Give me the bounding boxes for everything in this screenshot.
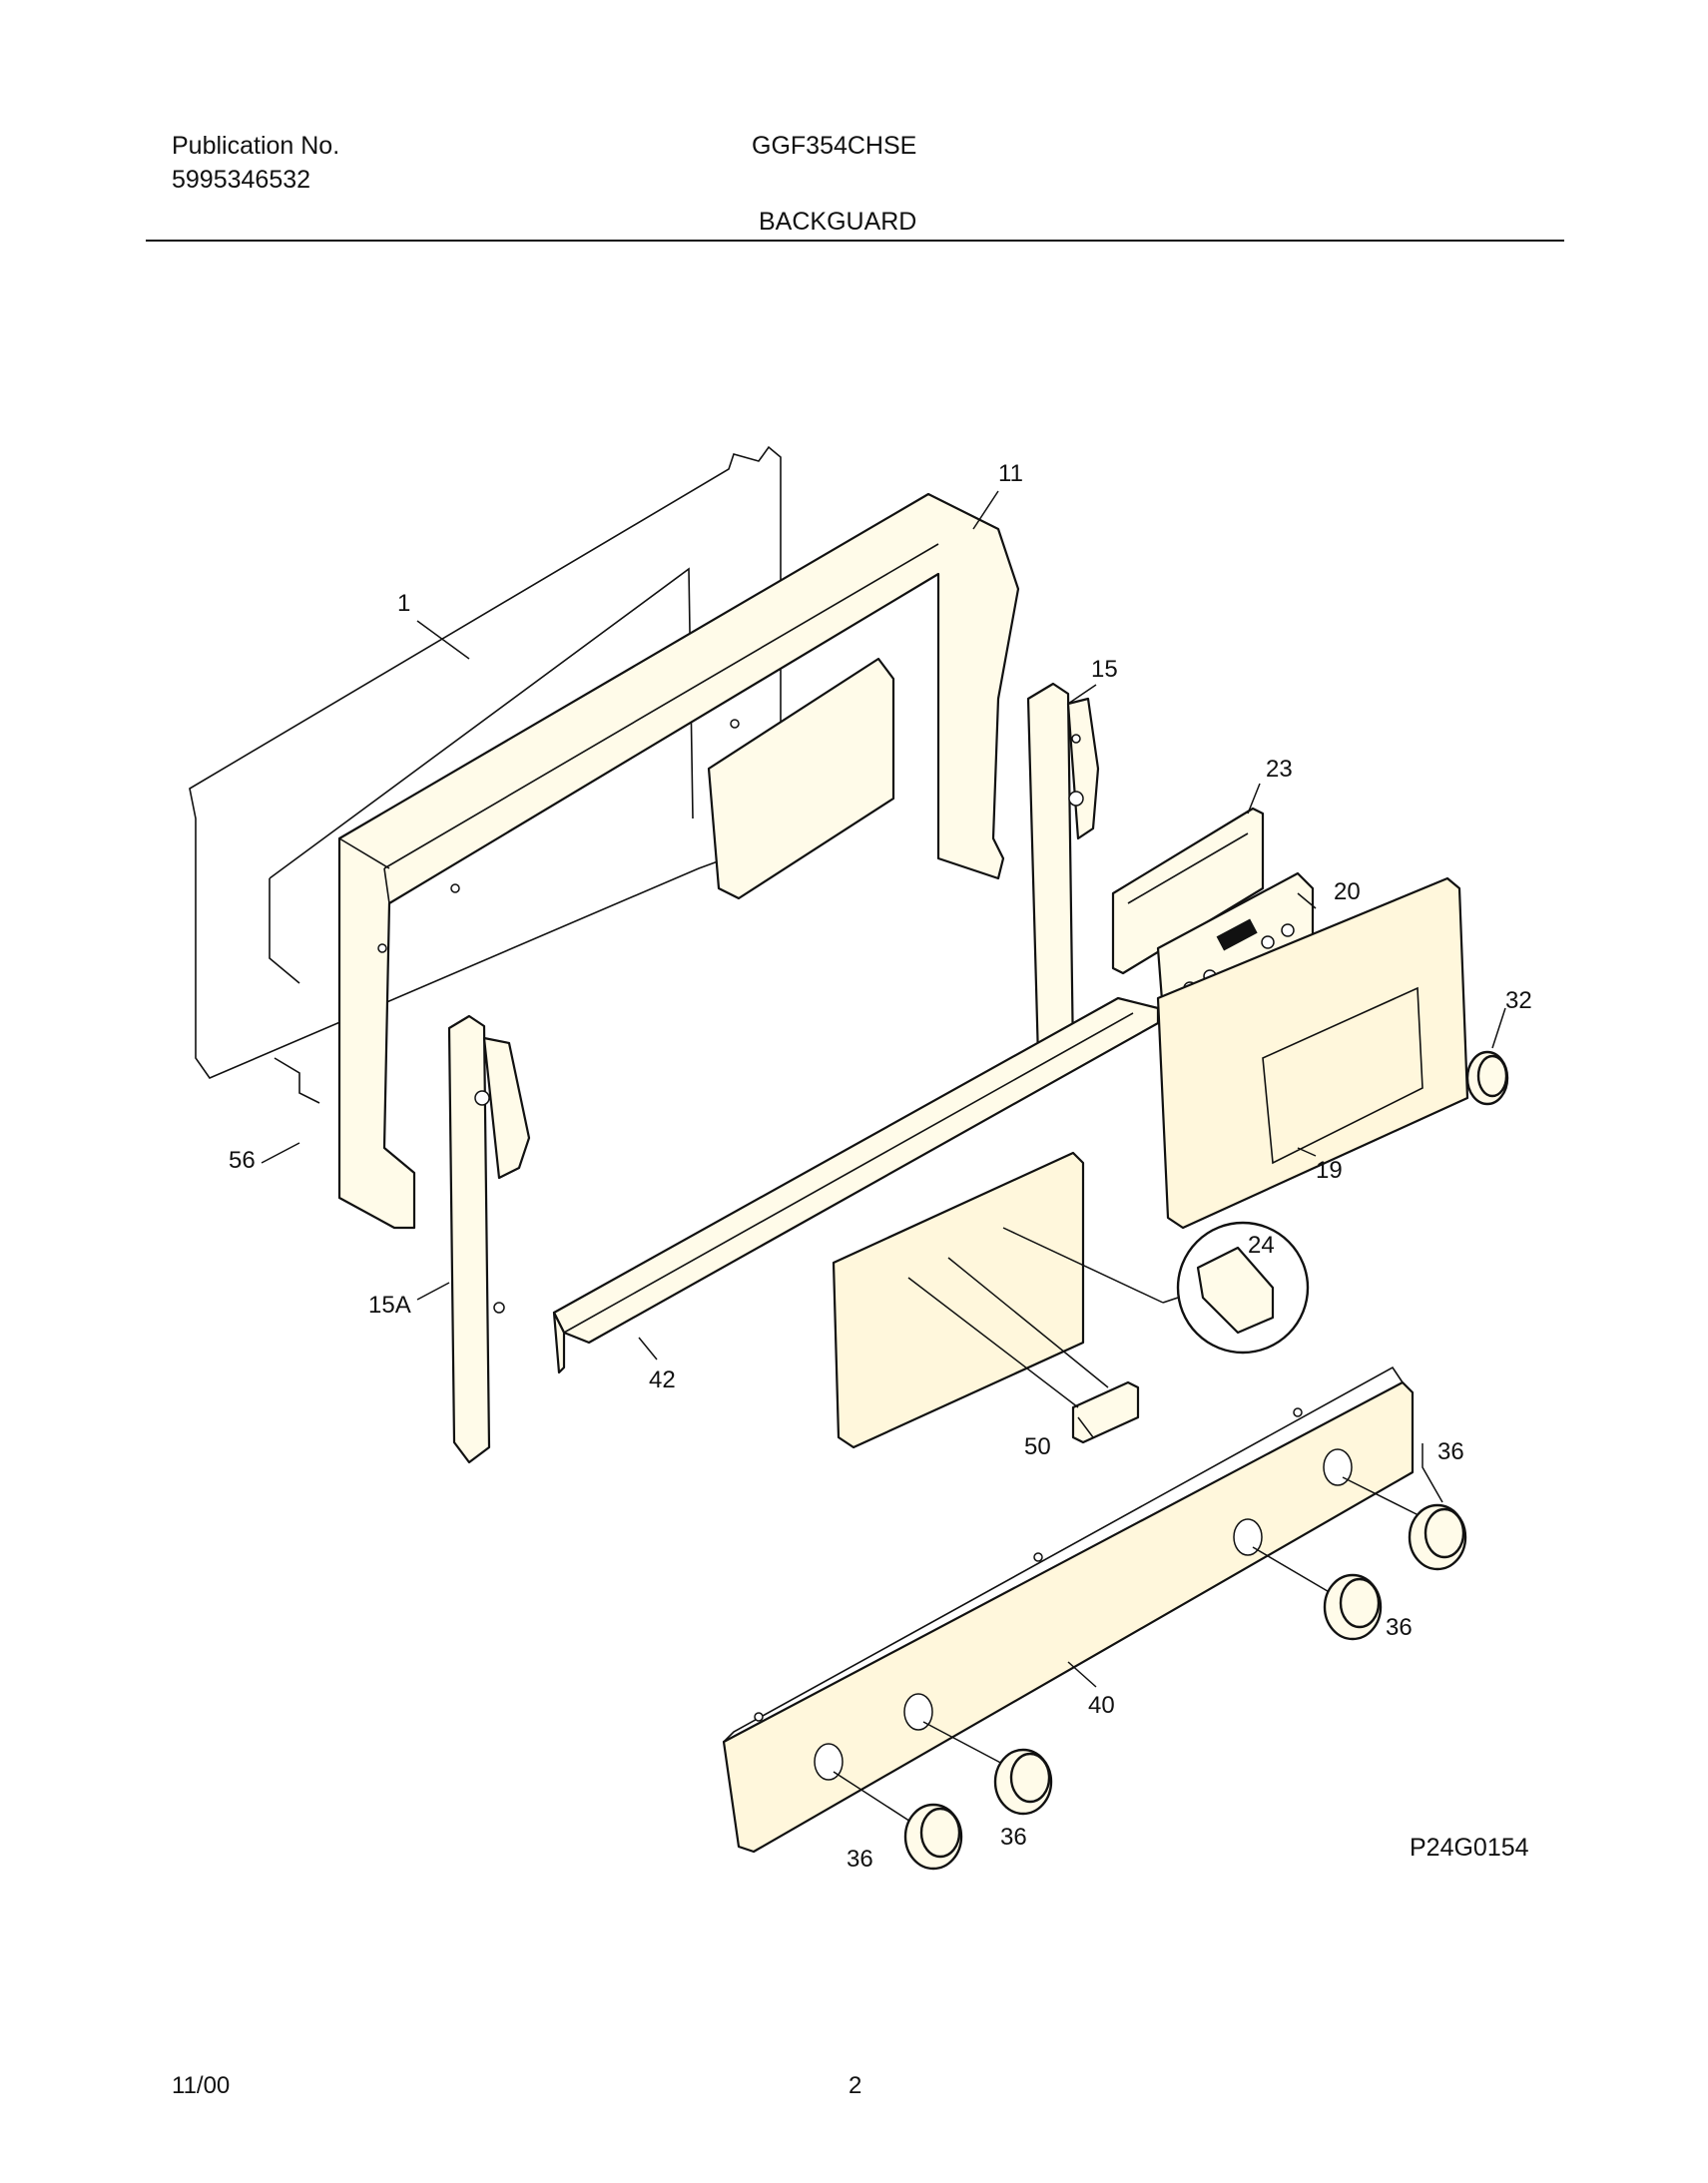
callout-32: 32	[1505, 987, 1532, 1014]
callout-20: 20	[1334, 878, 1361, 905]
callout-15: 15	[1091, 656, 1118, 683]
section-title: BACKGUARD	[759, 208, 917, 236]
publication-label: Publication No.	[172, 132, 340, 160]
part-50-panel-insert	[832, 1151, 1164, 1449]
callout-36-middle: 36	[1386, 1614, 1413, 1641]
part-32-knob	[1465, 1050, 1509, 1106]
footer-page-number: 2	[849, 2072, 862, 2099]
part-56-clip	[274, 1057, 320, 1104]
publication-number: 5995346532	[172, 166, 311, 194]
part-40-manifold-panel	[722, 1365, 1423, 1854]
part-23-clock-bracket	[1111, 807, 1265, 975]
model-number: GGF354CHSE	[752, 132, 917, 160]
callout-24: 24	[1248, 1232, 1275, 1259]
callout-15a: 15A	[368, 1292, 411, 1319]
callout-36-bottom-center: 36	[1000, 1824, 1027, 1851]
callout-1: 1	[397, 590, 410, 617]
header-rule	[146, 240, 1564, 242]
callout-19: 19	[1316, 1157, 1343, 1184]
part-36-knobs	[903, 1503, 1467, 1871]
part-11-backguard-frame	[337, 492, 1020, 1230]
callout-36-bottom-left: 36	[847, 1846, 873, 1873]
callout-40: 40	[1088, 1692, 1115, 1719]
callout-56: 56	[229, 1147, 256, 1174]
part-24-switch	[1162, 1221, 1310, 1355]
part-42-channel	[552, 996, 1160, 1374]
callout-36-top: 36	[1437, 1438, 1464, 1465]
callout-23: 23	[1266, 756, 1293, 783]
callout-11: 11	[998, 460, 1023, 487]
callout-42: 42	[649, 1366, 676, 1393]
part-19-control-panel	[1156, 876, 1469, 1230]
callout-50: 50	[1024, 1433, 1051, 1460]
footer-date: 11/00	[172, 2072, 231, 2099]
part-15a-left-bracket	[447, 1014, 531, 1464]
figure-code: P24G0154	[1410, 1834, 1529, 1862]
callout-leaders	[261, 490, 1506, 1688]
